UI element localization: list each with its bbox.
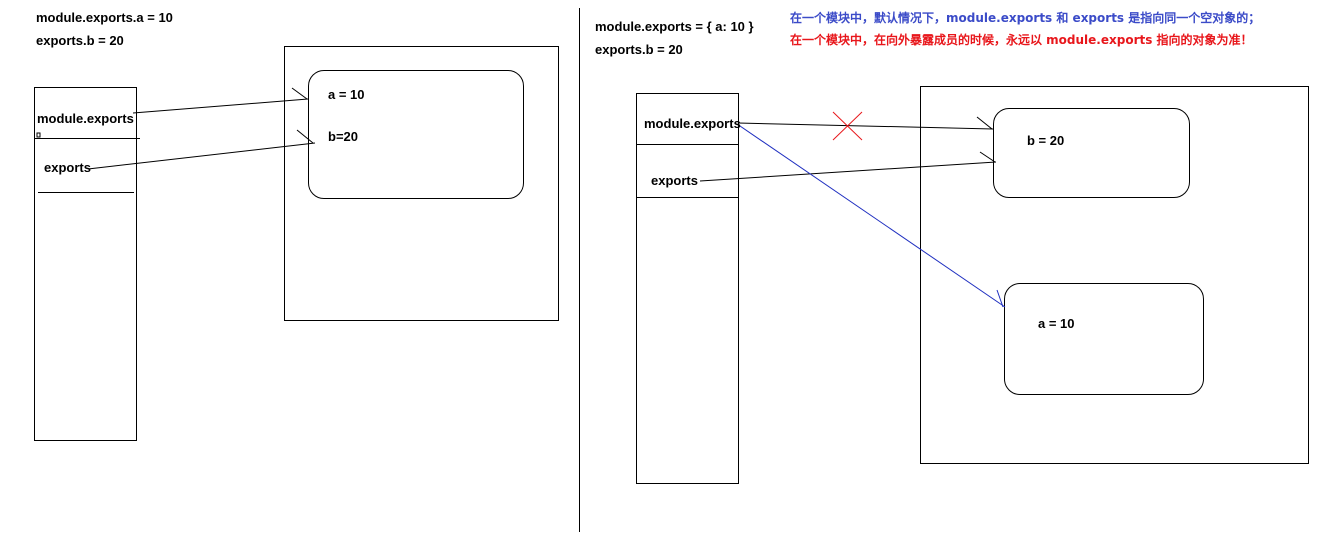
left-stack-box bbox=[34, 87, 137, 441]
left-stack-label-module-exports: module.exports bbox=[37, 111, 134, 126]
right-stack-label-exports: exports bbox=[651, 173, 698, 188]
right-stack-divider2 bbox=[636, 197, 739, 198]
right-stack-box bbox=[636, 93, 739, 484]
right-code-line2: exports.b = 20 bbox=[595, 42, 683, 57]
right-original-object bbox=[993, 108, 1190, 198]
left-shared-object bbox=[308, 70, 524, 199]
right-new-object bbox=[1004, 283, 1204, 395]
left-stack-divider2 bbox=[38, 192, 134, 193]
note-red: 在一个模块中，在向外暴露成员的时候，永远以 module.exports 指向的… bbox=[790, 33, 1253, 47]
left-heap-box bbox=[284, 46, 559, 321]
left-stack-divider1 bbox=[34, 138, 140, 139]
panel-separator bbox=[579, 8, 580, 532]
right-obj1-prop: b = 20 bbox=[1027, 133, 1065, 148]
note-blue: 在一个模块中，默认情况下，module.exports 和 exports 是指… bbox=[790, 11, 1261, 25]
right-code-line1: module.exports = { a: 10 } bbox=[595, 19, 754, 34]
left-obj-prop-a: a = 10 bbox=[328, 87, 365, 102]
red-cross-icon bbox=[832, 111, 863, 141]
left-obj-prop-b: b=20 bbox=[328, 129, 358, 144]
left-code-line1: module.exports.a = 10 bbox=[36, 10, 173, 25]
right-stack-divider1 bbox=[636, 144, 739, 145]
left-code-line2: exports.b = 20 bbox=[36, 33, 124, 48]
right-stack-label-module-exports: module.exports bbox=[644, 116, 741, 131]
left-arrow-module-exports bbox=[132, 87, 309, 114]
right-obj2-prop: a = 10 bbox=[1038, 316, 1075, 331]
left-stack-label-exports: exports bbox=[44, 160, 91, 175]
